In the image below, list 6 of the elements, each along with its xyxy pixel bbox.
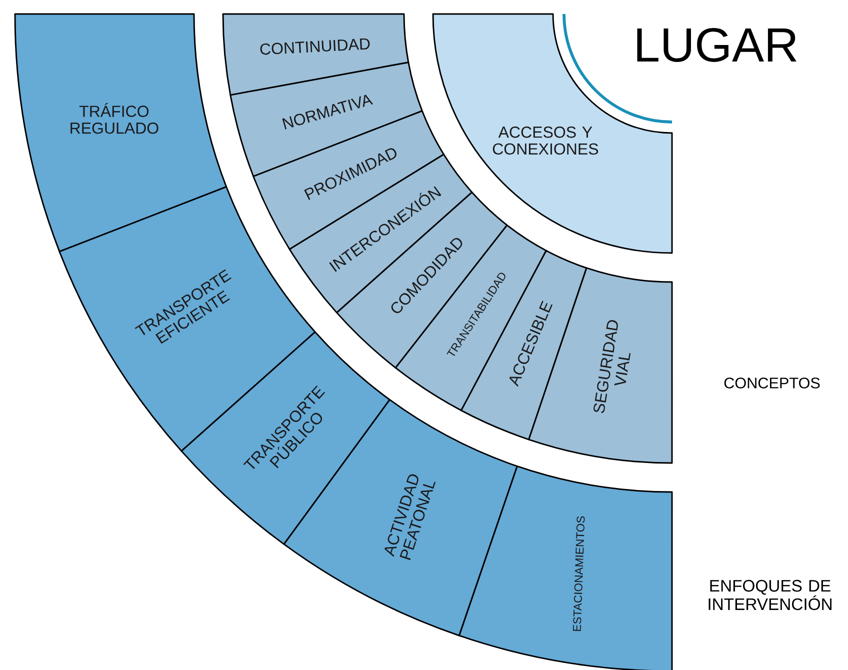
ring-label: ENFOQUES DE INTERVENCIÓN	[708, 580, 832, 610]
ring-segment: CONTINUIDAD	[222, 13, 410, 96]
node-label: ESTACIONAMIENTOS	[572, 516, 585, 632]
ring-label: CONCEPTOS	[724, 378, 820, 388]
ring-segment: ESTACIONAMIENTOS	[458, 466, 673, 670]
ring-segment: TRÁFICO REGULADO	[14, 13, 228, 252]
